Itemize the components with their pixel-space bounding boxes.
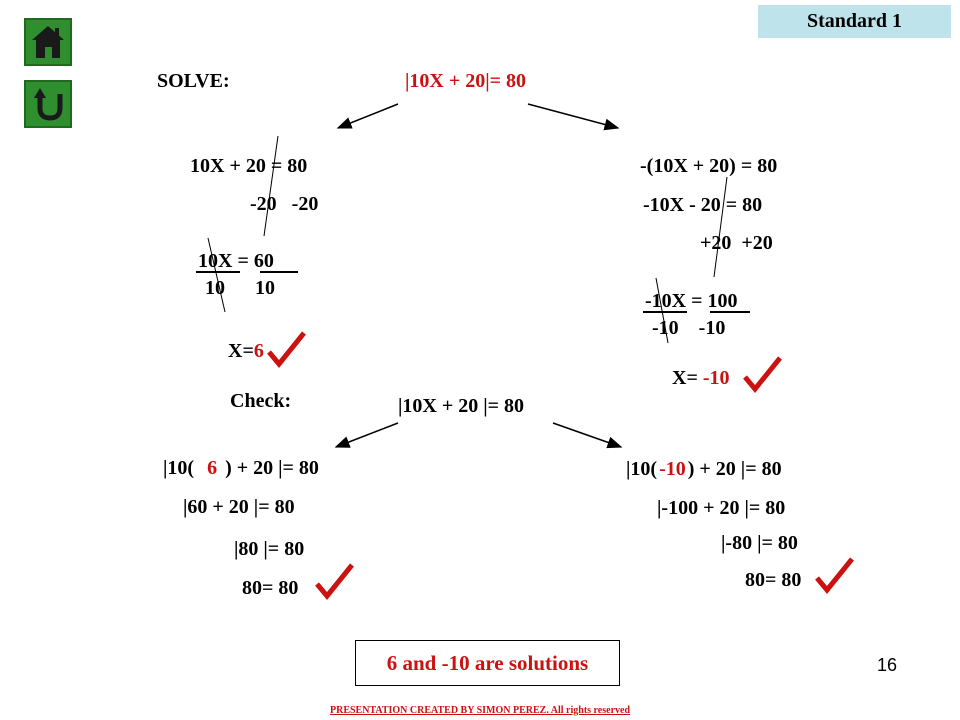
home-button[interactable] [24, 18, 72, 66]
arrow-right [527, 103, 620, 131]
right-eq1: -(10X + 20) = 80 [640, 155, 778, 177]
right-eq2: -10X - 20 = 80 [643, 194, 763, 216]
check-right-value: -10 [659, 458, 686, 480]
strike-right-2 [655, 277, 669, 344]
left-frac-bar-2 [260, 271, 298, 273]
left-eq2: 10X = 60 [198, 250, 274, 272]
standard-badge: Standard 1 [758, 5, 951, 38]
home-icon [32, 26, 64, 58]
conclusion-box: 6 and -10 are solutions [355, 640, 620, 686]
footer-credit[interactable]: PRESENTATION CREATED BY SIMON PEREZ. All… [329, 705, 631, 716]
check-right-line2: |-100 + 20 |= 80 [657, 497, 786, 519]
return-icon [34, 88, 63, 121]
left-eq1: 10X + 20 = 80 [190, 155, 308, 177]
right-result-value: -10 [702, 367, 730, 389]
strike-left-2 [207, 237, 226, 313]
left-divisors: 10 10 [205, 277, 275, 299]
main-equation: |10X + 20|= 80 [405, 70, 527, 92]
checkmark-icon [315, 563, 354, 600]
check-right-line3: |-80 |= 80 [721, 532, 798, 554]
strike-left-1 [263, 135, 279, 237]
check-equation: |10X + 20 |= 80 [398, 395, 525, 417]
arrow-left [336, 103, 399, 129]
left-result: X=6 [228, 340, 264, 362]
check-label: Check: [230, 390, 292, 412]
left-frac-bar-1 [196, 271, 240, 273]
right-frac-bar-1 [643, 311, 687, 313]
arrow-check-left [334, 422, 399, 448]
checkmark-icon [743, 356, 782, 393]
strike-right-1 [713, 176, 728, 278]
solve-label: SOLVE: [157, 70, 230, 92]
check-right-line1: |10(-10) + 20 |= 80 [626, 458, 782, 480]
left-result-value: 6 [253, 340, 264, 362]
right-add: +20 +20 [700, 232, 773, 254]
check-left-line4: 80= 80 [242, 577, 299, 599]
right-result: X= -10 [672, 367, 730, 389]
check-left-line2: |60 + 20 |= 80 [183, 496, 295, 518]
check-right-line4: 80= 80 [745, 569, 802, 591]
checkmark-icon [267, 331, 306, 368]
left-subtract: -20 -20 [250, 193, 319, 215]
right-eq3: -10X = 100 [645, 290, 738, 312]
return-button[interactable] [24, 80, 72, 128]
check-left-value: 6 [207, 457, 218, 479]
check-left-line1: |10( 6) + 20 |= 80 [163, 457, 319, 479]
arrow-check-right [552, 422, 623, 449]
checkmark-icon [815, 557, 854, 594]
page-number: 16 [877, 655, 898, 675]
right-divisors: -10 -10 [652, 317, 726, 339]
check-left-line3: |80 |= 80 [234, 538, 305, 560]
right-frac-bar-2 [710, 311, 750, 313]
